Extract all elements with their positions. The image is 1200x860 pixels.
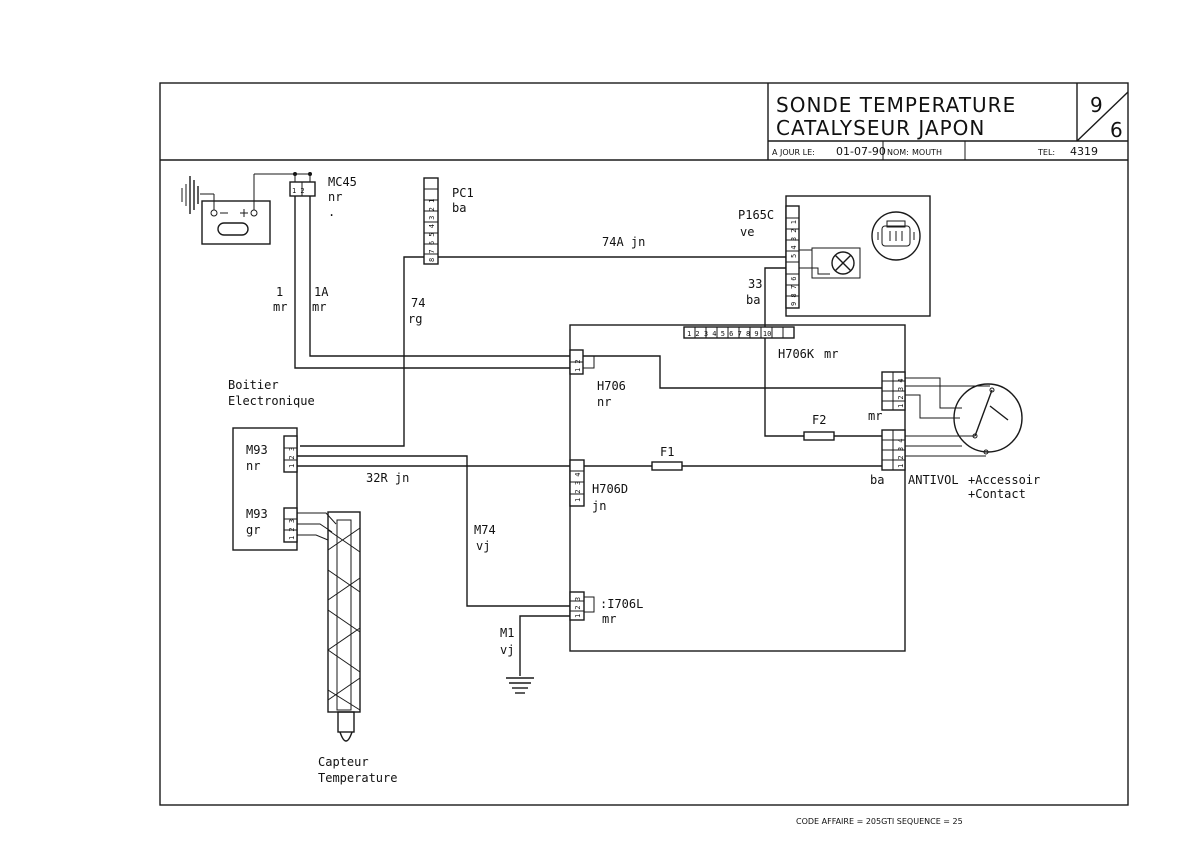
- wire-m1-vj: [519, 615, 570, 676]
- update-date: 01-07-90: [836, 145, 886, 158]
- wire-internal-h706: [583, 355, 882, 389]
- tel-label: TEL:: [1037, 148, 1055, 157]
- h706-name: H706: [597, 379, 626, 393]
- accessoir-label: +Accessoir: [968, 473, 1040, 487]
- h706d-pins: 1 2 3 4: [574, 472, 582, 502]
- wire-74-rg: [300, 256, 424, 447]
- fuse-f2-label: F2: [812, 413, 826, 427]
- name-label: NOM:: [887, 148, 909, 157]
- boitier-label-line2: Electronique: [228, 394, 315, 408]
- h706-pins: 1 2: [574, 359, 582, 372]
- m93-nr-name: M93: [246, 443, 268, 457]
- mc45-pins: 1 2: [292, 187, 305, 195]
- wire-1-number: 1: [276, 285, 283, 299]
- mc45-name: MC45: [328, 175, 357, 189]
- capteur-label-line1: Capteur: [318, 755, 369, 769]
- wire-33-ba: [764, 267, 806, 437]
- wire-1a-number: 1A: [314, 285, 329, 299]
- pc1-name: PC1: [452, 186, 474, 200]
- sheet-number-bottom: 6: [1110, 118, 1124, 142]
- pc1-color: ba: [452, 201, 466, 215]
- p165c-pins-bottom: 9 8 7 6: [790, 276, 798, 306]
- wire-74a-label: 74A jn: [602, 235, 645, 249]
- wire-1a-color: mr: [312, 300, 326, 314]
- contact-label: +Contact: [968, 487, 1026, 501]
- m93-nr-pins: 1 2 3: [288, 447, 296, 468]
- antivol-ba-color: ba: [870, 473, 884, 487]
- wire-m1-color: vj: [500, 643, 514, 657]
- title-line-2: CATALYSEUR JAPON: [776, 116, 985, 140]
- h706-color: nr: [597, 395, 611, 409]
- fuse-f1-label: F1: [660, 445, 674, 459]
- wire-1a-mr: [309, 196, 570, 357]
- ignition-switch-icon: [905, 377, 1023, 457]
- h706k-pins: 1 2 3 4 5 6 7 8 9 10: [687, 330, 771, 338]
- mc45-color: nr: [328, 190, 342, 204]
- wire-33-color: ba: [746, 293, 760, 307]
- update-label: A JOUR LE:: [772, 148, 815, 157]
- h706l-pins: 1 2 3: [574, 597, 582, 618]
- engine-warning-icon: [871, 211, 921, 261]
- antivol-mr-pins: 1 2 3 4: [897, 378, 905, 408]
- wire-33-number: 33: [748, 277, 762, 291]
- tel-value: 4319: [1070, 145, 1098, 158]
- chassis-ground-icon: [181, 176, 199, 214]
- wire-1-mr: [294, 196, 570, 369]
- wire-m1-number: M1: [500, 626, 514, 640]
- drawing-frame: [159, 82, 1129, 806]
- ground-icon: [506, 677, 534, 694]
- wire-74-number: 74: [411, 296, 425, 310]
- wire-32r-label: 32R jn: [366, 471, 409, 485]
- footer-code: CODE AFFAIRE = 205GTI SEQUENCE = 25: [796, 817, 963, 826]
- m93-gr-pins: 1 2 3: [288, 519, 296, 540]
- boitier-label-line1: Boitier: [228, 378, 279, 392]
- mc45-dot: .: [328, 205, 335, 219]
- antivol-mr-color: mr: [868, 409, 882, 423]
- temperature-sensor-icon: [297, 511, 361, 742]
- title-line-1: SONDE TEMPERATURE: [776, 93, 1016, 117]
- antivol-label: ANTIVOL: [908, 473, 959, 487]
- wire-m74-number: M74: [474, 523, 496, 537]
- h706k-color: mr: [824, 347, 838, 361]
- p165c-name: P165C: [738, 208, 774, 222]
- electronic-control-box: [232, 427, 298, 551]
- antivol-ba-pins: 1 2 3 4: [897, 438, 905, 468]
- p165c-connector: [785, 205, 800, 309]
- wire-m74-vj: [297, 455, 570, 607]
- m93-gr-color: gr: [246, 523, 260, 537]
- wire-m74-color: vj: [476, 539, 490, 553]
- name-value: MOUTH: [912, 148, 942, 157]
- h706d-name: H706D: [592, 482, 628, 496]
- sheet-slash: [1076, 91, 1129, 142]
- battery-icon: [200, 173, 300, 245]
- pc1-pins: 8 7 6 5 4 3 2 1: [428, 199, 436, 262]
- warning-lamp-icon: [799, 247, 861, 279]
- capteur-label-line2: Temperature: [318, 771, 397, 785]
- wire-1-color: mr: [273, 300, 287, 314]
- h706k-name: H706K: [778, 347, 815, 361]
- sheet-number-top: 9: [1090, 93, 1104, 117]
- fuse-f1: [651, 461, 683, 471]
- m93-gr-connector: [283, 507, 298, 543]
- m93-gr-name: M93: [246, 507, 268, 521]
- fuse-f2: [803, 431, 835, 441]
- m93-nr-connector: [283, 435, 298, 473]
- p165c-pins-top: 5 4 3 2 1: [790, 220, 798, 258]
- h706l-color: mr: [602, 612, 616, 626]
- h706d-color: jn: [592, 499, 606, 513]
- m93-nr-color: nr: [246, 459, 260, 473]
- h706l-name: :I706L: [600, 597, 643, 611]
- wire-74-color: rg: [408, 312, 422, 326]
- p165c-color: ve: [740, 225, 754, 239]
